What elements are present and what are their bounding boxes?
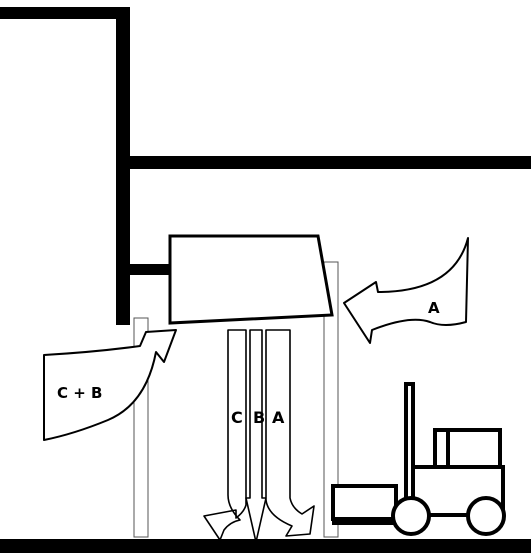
stream-c-arrow: [203, 329, 247, 541]
door-jamb-right: [323, 261, 339, 538]
forklift-rear-wheel: [466, 496, 506, 536]
ceiling-beam: [0, 7, 130, 19]
intake-arrow-a: [343, 237, 469, 344]
door-frame: [133, 261, 339, 538]
stream-b-arrow: [245, 329, 267, 543]
label-stream-c: C: [231, 408, 243, 427]
upper-floor-beam: [116, 156, 531, 169]
air-curtain-unit: [168, 234, 334, 325]
stream-a-arrow: [265, 329, 315, 537]
forklift-front-wheel: [391, 496, 431, 536]
intake-arrow-cb: [43, 329, 177, 441]
ground-floor: [0, 539, 531, 553]
label-arrow-a: A: [428, 299, 440, 317]
forklift-fork: [332, 519, 408, 525]
discharge-streams: [203, 329, 315, 543]
forklift-cab: [433, 428, 502, 469]
door-jamb-left: [133, 317, 149, 538]
unit-bracket: [116, 264, 170, 275]
building-structure: [0, 7, 531, 553]
label-stream-a: A: [272, 408, 285, 427]
forklift: [331, 382, 506, 536]
label-arrow-cb: C + B: [57, 384, 102, 402]
label-stream-b: B: [253, 408, 265, 427]
forklift-load: [331, 484, 398, 521]
